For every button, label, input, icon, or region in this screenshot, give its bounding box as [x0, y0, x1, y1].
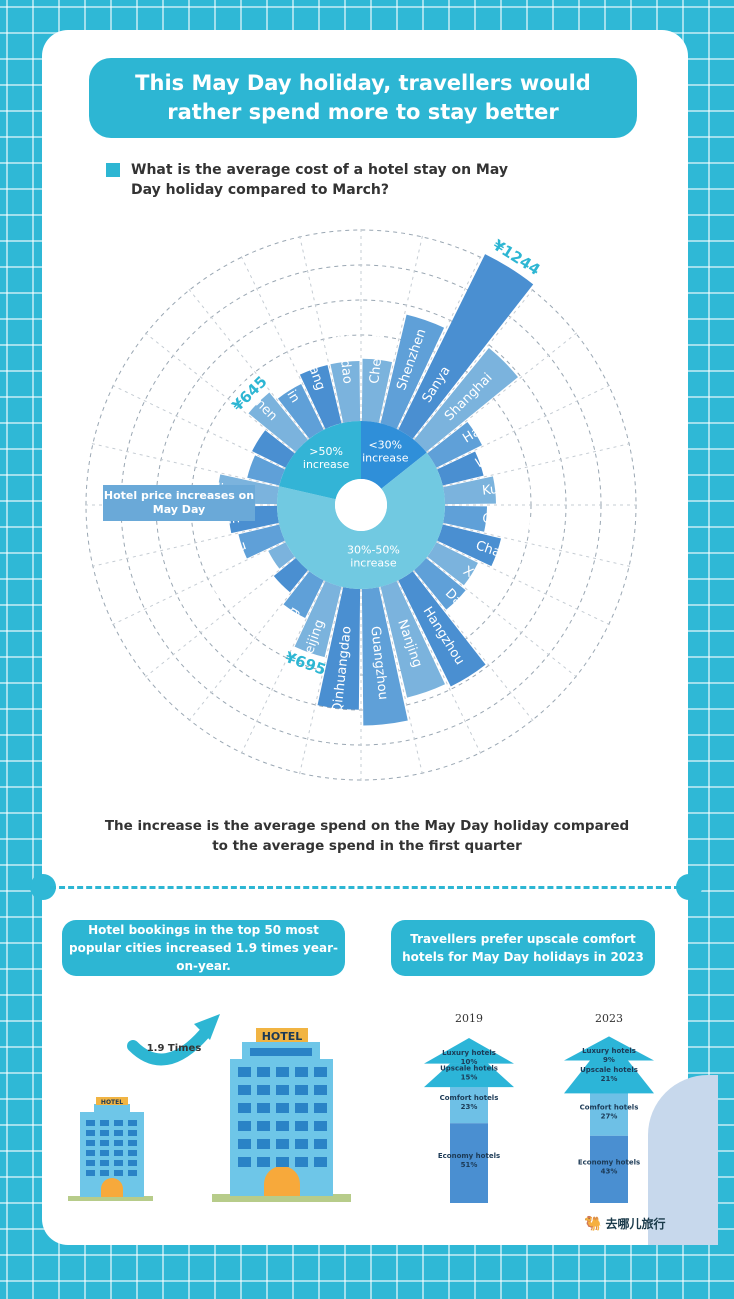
- camel-logo-icon: 🐫: [584, 1215, 602, 1232]
- radial-bar: [380, 581, 446, 698]
- guide-spoke: [379, 231, 424, 424]
- radial-bar: [427, 421, 483, 468]
- divider-notch-right: [676, 874, 702, 900]
- legend-box: Hotel price increases on May Day: [103, 485, 255, 521]
- bullet-square-icon: [106, 163, 120, 177]
- radial-bar: [398, 254, 534, 439]
- guide-spoke: [186, 570, 310, 725]
- guide-spoke: [87, 442, 280, 487]
- group-label: <30%increase: [362, 439, 409, 465]
- radial-bar: [238, 524, 285, 559]
- chart-question: What is the average cost of a hotel stay…: [106, 160, 526, 200]
- guide-spoke: [298, 586, 343, 779]
- guide-spoke: [108, 383, 286, 470]
- guide-spoke: [239, 252, 326, 430]
- radial-bar: [437, 524, 502, 567]
- guide-spoke: [412, 285, 536, 440]
- radial-bar: [299, 364, 342, 429]
- guide-spoke: [108, 540, 286, 627]
- radial-bar: [398, 571, 486, 687]
- radial-bar-group: Kunming: [443, 476, 540, 505]
- guide-spoke: [239, 580, 326, 758]
- guide-spoke: [436, 383, 614, 470]
- radial-bar: [294, 581, 342, 658]
- guide-spoke: [442, 523, 635, 568]
- guide-spoke: [426, 330, 581, 454]
- city-label: Chongqing: [481, 511, 552, 534]
- radial-bar: [380, 314, 445, 429]
- guide-spoke: [396, 580, 483, 758]
- guide-spoke: [87, 523, 280, 568]
- chart-center-hole: [335, 479, 387, 531]
- chart-footnote: The increase is the average spend on the…: [104, 818, 630, 854]
- guide-spoke: [186, 285, 310, 440]
- guide-spoke: [396, 252, 483, 430]
- radial-bar: [443, 476, 496, 505]
- guide-spoke: [141, 556, 296, 680]
- radial-bar: [317, 587, 361, 710]
- bookings-headline: Hotel bookings in the top 50 most popula…: [62, 920, 345, 976]
- guide-spoke: [436, 540, 614, 627]
- city-label: Kunming: [481, 477, 539, 498]
- radial-bar: [283, 571, 324, 618]
- radial-bar: [252, 430, 295, 468]
- section-divider: [50, 886, 680, 889]
- city-label: Qingdao: [334, 329, 355, 385]
- radial-bar-group: Chengdu: [361, 325, 393, 423]
- guide-spoke: [412, 570, 536, 725]
- radial-bar: [414, 348, 518, 452]
- city-label: Luoyang: [295, 335, 327, 392]
- brand-name: 去哪儿旅行: [605, 1217, 666, 1231]
- radial-bar: [361, 358, 393, 423]
- city-label: Weihai: [202, 443, 248, 472]
- page-title: This May Day holiday, travellers would r…: [89, 58, 637, 138]
- radial-bar-group: Qinhuangdao: [317, 587, 361, 714]
- radial-bar: [414, 558, 466, 610]
- corner-decoration: [648, 1075, 718, 1245]
- radial-bar: [273, 558, 308, 593]
- city-label: Liuzhou: [211, 564, 262, 603]
- city-label: Jinan: [246, 586, 280, 620]
- radial-bar-group: Qingdao: [330, 329, 361, 423]
- group-segment: [279, 421, 361, 500]
- radial-bar: [443, 505, 487, 532]
- guide-spoke: [298, 231, 343, 424]
- radial-bar-group: Fuzhou: [200, 524, 285, 568]
- guide-spoke: [141, 330, 296, 454]
- guide-spoke: [379, 586, 424, 779]
- radial-bar: [248, 392, 308, 452]
- group-segment: [361, 421, 427, 489]
- guide-spoke: [442, 442, 635, 487]
- guide-spoke: [426, 556, 581, 680]
- radial-bar: [277, 383, 324, 439]
- group-segment: [276, 452, 445, 589]
- brand-logo: 🐫 去哪儿旅行: [584, 1215, 665, 1232]
- radial-bar: [361, 587, 408, 726]
- hotel-preference-headline: Travellers prefer upscale comfort hotels…: [391, 920, 655, 976]
- radial-bar: [330, 361, 361, 423]
- radial-bar-group: Guangzhou: [361, 587, 408, 726]
- radial-bar: [437, 451, 484, 486]
- group-label: 30%-50%increase: [347, 544, 400, 570]
- radial-bar: [427, 542, 478, 586]
- radial-bar: [268, 542, 295, 569]
- city-label: Chengdu: [367, 325, 388, 385]
- question-text: What is the average cost of a hotel stay…: [131, 162, 509, 198]
- group-label: >50%increase: [303, 445, 350, 471]
- radial-bar: [247, 455, 285, 486]
